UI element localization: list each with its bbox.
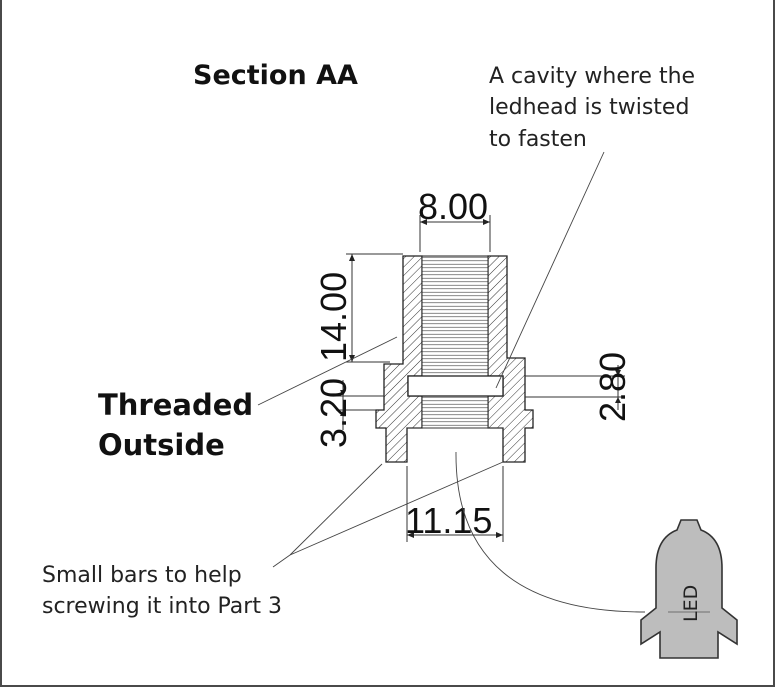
threaded-note: Threaded Outside	[98, 388, 253, 462]
lower-threaded-bore	[421, 395, 489, 429]
threaded-note-line-2: Outside	[98, 428, 225, 462]
leader-lines	[257, 151, 646, 613]
cavity-note-line-3: to fasten	[489, 127, 587, 152]
dimension-gap-right: 2.80	[525, 352, 633, 422]
dimension-gap-left: 3.20	[313, 378, 384, 448]
dimension-bottom-width: 11.15	[405, 466, 504, 542]
cavity-note-line-1: A cavity where the	[489, 64, 695, 89]
bars-note-line-1: Small bars to help	[42, 563, 242, 588]
bars-note-line-2: screwing it into Part 3	[42, 594, 282, 619]
dimension-gap-left-label: 3.20	[313, 378, 354, 448]
cavity-slot	[407, 375, 504, 397]
bars-note: Small bars to help screwing it into Part…	[42, 563, 282, 619]
dimension-top-width: 8.00	[418, 186, 491, 252]
threaded-note-line-1: Threaded	[98, 388, 253, 422]
section-title: Section AA	[193, 60, 358, 91]
dimension-top-width-label: 8.00	[418, 186, 488, 227]
dimension-height-label: 14.00	[313, 272, 354, 362]
right-wall	[487, 255, 534, 463]
part-cross-section	[375, 255, 534, 463]
cavity-note: A cavity where the ledhead is twisted to…	[489, 64, 695, 152]
dimension-height: 14.00	[313, 253, 403, 363]
led-icon: LED	[640, 519, 738, 659]
led-label: LED	[680, 585, 702, 622]
left-wall	[375, 255, 423, 463]
dimension-gap-right-label: 2.80	[592, 352, 633, 422]
cavity-note-line-2: ledhead is twisted	[489, 95, 689, 120]
dimension-bottom-width-label: 11.15	[405, 500, 492, 541]
threaded-bore	[421, 255, 489, 377]
